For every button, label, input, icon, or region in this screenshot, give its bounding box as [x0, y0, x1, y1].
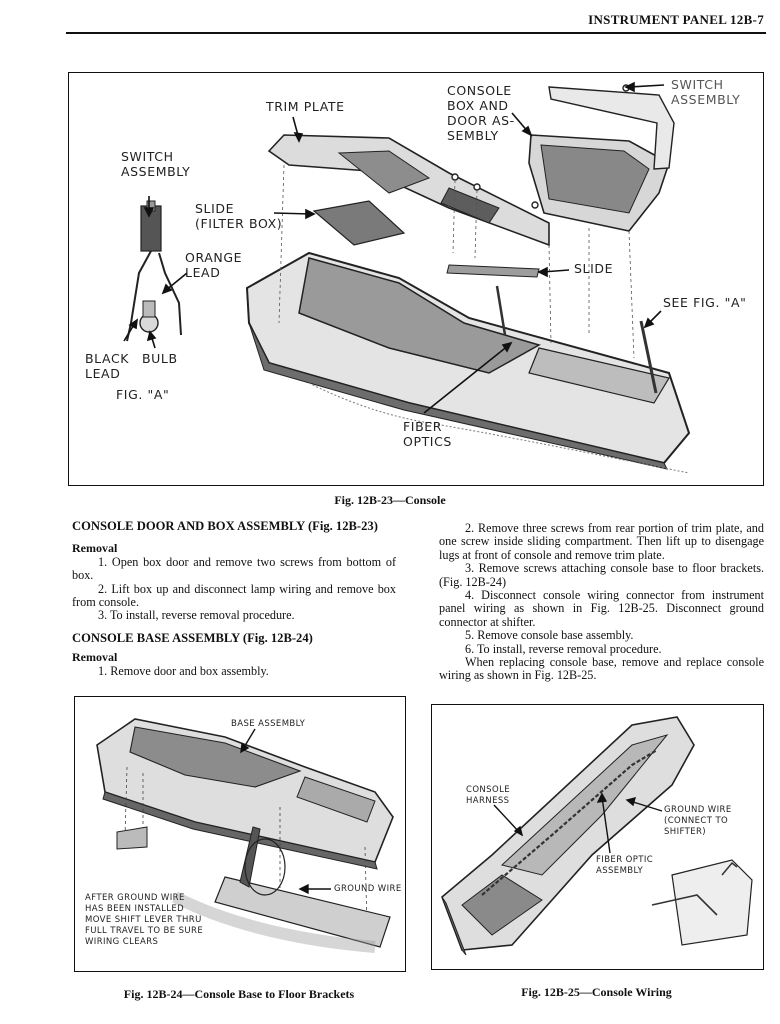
label-base-assembly: BASE ASSEMBLY [231, 719, 306, 729]
figure-12b-24: BASE ASSEMBLY GROUND WIRE AFTER GROUND W… [74, 696, 406, 972]
label-bulb: BULB [142, 351, 178, 366]
header-rule [66, 32, 766, 34]
label-fiber-optics: FIBER OPTICS [403, 419, 452, 449]
heading-console-base: CONSOLE BASE ASSEMBLY (Fig. 12B-24) [72, 630, 313, 645]
step-2: 2. Lift box up and disconnect lamp wirin… [72, 581, 396, 610]
left-column: CONSOLE DOOR AND BOX ASSEMBLY (Fig. 12B-… [72, 519, 396, 678]
label-console-harness: CONSOLE HARNESS [466, 785, 510, 806]
step-r-3: 3. Remove screws attaching console base … [439, 561, 764, 589]
step-r-5: 5. Remove console base assembly. [465, 628, 634, 643]
step-1: 1. Open box door and remove two screws f… [72, 554, 396, 583]
step-r-4: 4. Disconnect console wiring connector f… [439, 588, 764, 629]
console-exploded-illustration [123, 81, 691, 474]
label-slide: SLIDE [574, 261, 614, 276]
label-console-box-door: CONSOLE BOX AND DOOR AS- SEMBLY [447, 83, 515, 143]
console-wiring-illustration [441, 716, 753, 956]
page-header: INSTRUMENT PANEL 12B-7 [588, 12, 764, 27]
step-r-6: 6. To install, reverse removal procedure… [465, 641, 662, 656]
label-ground-wire-24: GROUND WIRE [334, 884, 402, 894]
caption-fig-12b-24: Fig. 12B-24—Console Base to Floor Bracke… [123, 987, 355, 1001]
label-orange-lead: ORANGE LEAD [185, 250, 243, 280]
label-fig-a: FIG. "A" [116, 387, 170, 402]
figure-12b-23: TRIM PLATE CONSOLE BOX AND DOOR AS- SEMB… [68, 72, 764, 486]
label-switch-assembly-top: SWITCH ASSEMBLY [671, 77, 741, 107]
replacement-note: When replacing console base, remove and … [439, 655, 764, 683]
figure-12b-25: CONSOLE HARNESS GROUND WIRE (CONNECT TO … [431, 704, 764, 970]
subheading-removal-1: Removal [72, 541, 118, 556]
subheading-removal-2: Removal [72, 650, 118, 665]
caption-fig-12b-23: Fig. 12B-23—Console [334, 493, 446, 507]
label-ground-wire-note: AFTER GROUND WIRE HAS BEEN INSTALLED MOV… [85, 893, 204, 947]
label-see-fig-a: SEE FIG. "A" [663, 295, 747, 310]
console-base-illustration [96, 718, 394, 953]
label-fiber-optic-assembly: FIBER OPTIC ASSEMBLY [596, 855, 654, 876]
step-3: 3. To install, reverse removal procedure… [98, 608, 295, 623]
label-slide-filter-box: SLIDE (FILTER BOX) [195, 201, 283, 231]
label-switch-assembly-left: SWITCH ASSEMBLY [121, 149, 191, 179]
step-r-2: 2. Remove three screws from rear portion… [439, 521, 764, 562]
label-ground-wire-25: GROUND WIRE (CONNECT TO SHIFTER) [664, 805, 732, 837]
heading-console-door-box: CONSOLE DOOR AND BOX ASSEMBLY (Fig. 12B-… [72, 519, 378, 533]
caption-fig-12b-25: Fig. 12B-25—Console Wiring [521, 985, 672, 999]
right-column: 2. Remove three screws from rear portion… [439, 521, 764, 683]
label-black-lead: BLACK LEAD [85, 351, 130, 381]
label-trim-plate: TRIM PLATE [266, 99, 345, 114]
step-base-1: 1. Remove door and box assembly. [98, 663, 269, 678]
